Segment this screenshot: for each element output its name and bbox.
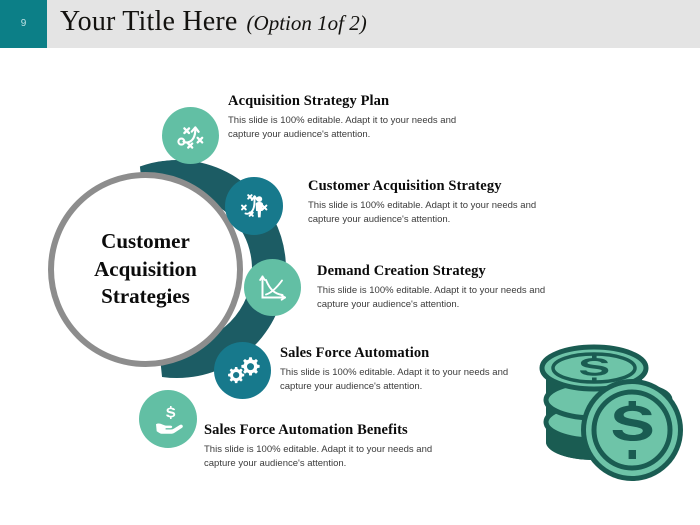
icon-bubble-acquisition-strategy-plan[interactable] xyxy=(162,107,219,164)
icon-bubble-demand-creation-strategy[interactable] xyxy=(244,259,301,316)
icon-bubble-sales-force-automation[interactable] xyxy=(214,342,271,399)
text-block-sales-force-automation-benefits: Sales Force Automation Benefits This sli… xyxy=(204,422,454,472)
center-label-line-3: Strategies xyxy=(101,284,190,309)
slide-number: 9 xyxy=(20,18,27,29)
title-option-text: (Option 1of 2) xyxy=(246,11,367,35)
text-block-demand-creation-strategy: Demand Creation Strategy This slide is 1… xyxy=(317,263,567,313)
strategy-person-icon xyxy=(236,188,272,224)
item-title: Demand Creation Strategy xyxy=(317,263,486,279)
header-bar xyxy=(0,0,700,48)
item-body: This slide is 100% editable. Adapt it to… xyxy=(317,285,546,311)
item-body: This slide is 100% editable. Adapt it to… xyxy=(280,367,509,393)
strategy-plan-icon xyxy=(174,119,208,153)
gears-icon xyxy=(225,354,261,388)
page-title: Your Title Here (Option 1of 2) xyxy=(60,6,367,46)
item-title: Customer Acquisition Strategy xyxy=(308,178,502,194)
center-label: Customer Acquisition Strategies xyxy=(94,228,197,311)
icon-bubble-customer-acquisition-strategy[interactable] xyxy=(225,177,283,235)
slide-number-badge: 9 xyxy=(0,0,47,48)
center-circle: Customer Acquisition Strategies xyxy=(48,172,243,367)
item-body: This slide is 100% editable. Adapt it to… xyxy=(204,444,433,470)
hand-holding-dollar-icon xyxy=(150,402,186,436)
item-title: Sales Force Automation Benefits xyxy=(204,422,408,438)
circular-diagram: Customer Acquisition Strategies xyxy=(40,100,310,448)
item-title: Sales Force Automation xyxy=(280,345,430,361)
item-body: This slide is 100% editable. Adapt it to… xyxy=(308,200,537,226)
center-label-line-1: Customer xyxy=(101,228,190,253)
center-label-line-2: Acquisition xyxy=(94,256,197,281)
coin-stack-icon xyxy=(532,338,692,490)
text-block-sales-force-automation: Sales Force Automation This slide is 100… xyxy=(280,345,530,395)
item-body: This slide is 100% editable. Adapt it to… xyxy=(228,115,457,141)
icon-bubble-sales-force-automation-benefits[interactable] xyxy=(139,390,197,448)
text-block-acquisition-strategy-plan: Acquisition Strategy Plan This slide is … xyxy=(228,93,478,143)
supply-demand-chart-icon xyxy=(256,271,290,305)
text-block-customer-acquisition-strategy: Customer Acquisition Strategy This slide… xyxy=(308,178,558,228)
title-main-text: Your Title Here xyxy=(60,6,238,37)
item-title: Acquisition Strategy Plan xyxy=(228,93,390,109)
